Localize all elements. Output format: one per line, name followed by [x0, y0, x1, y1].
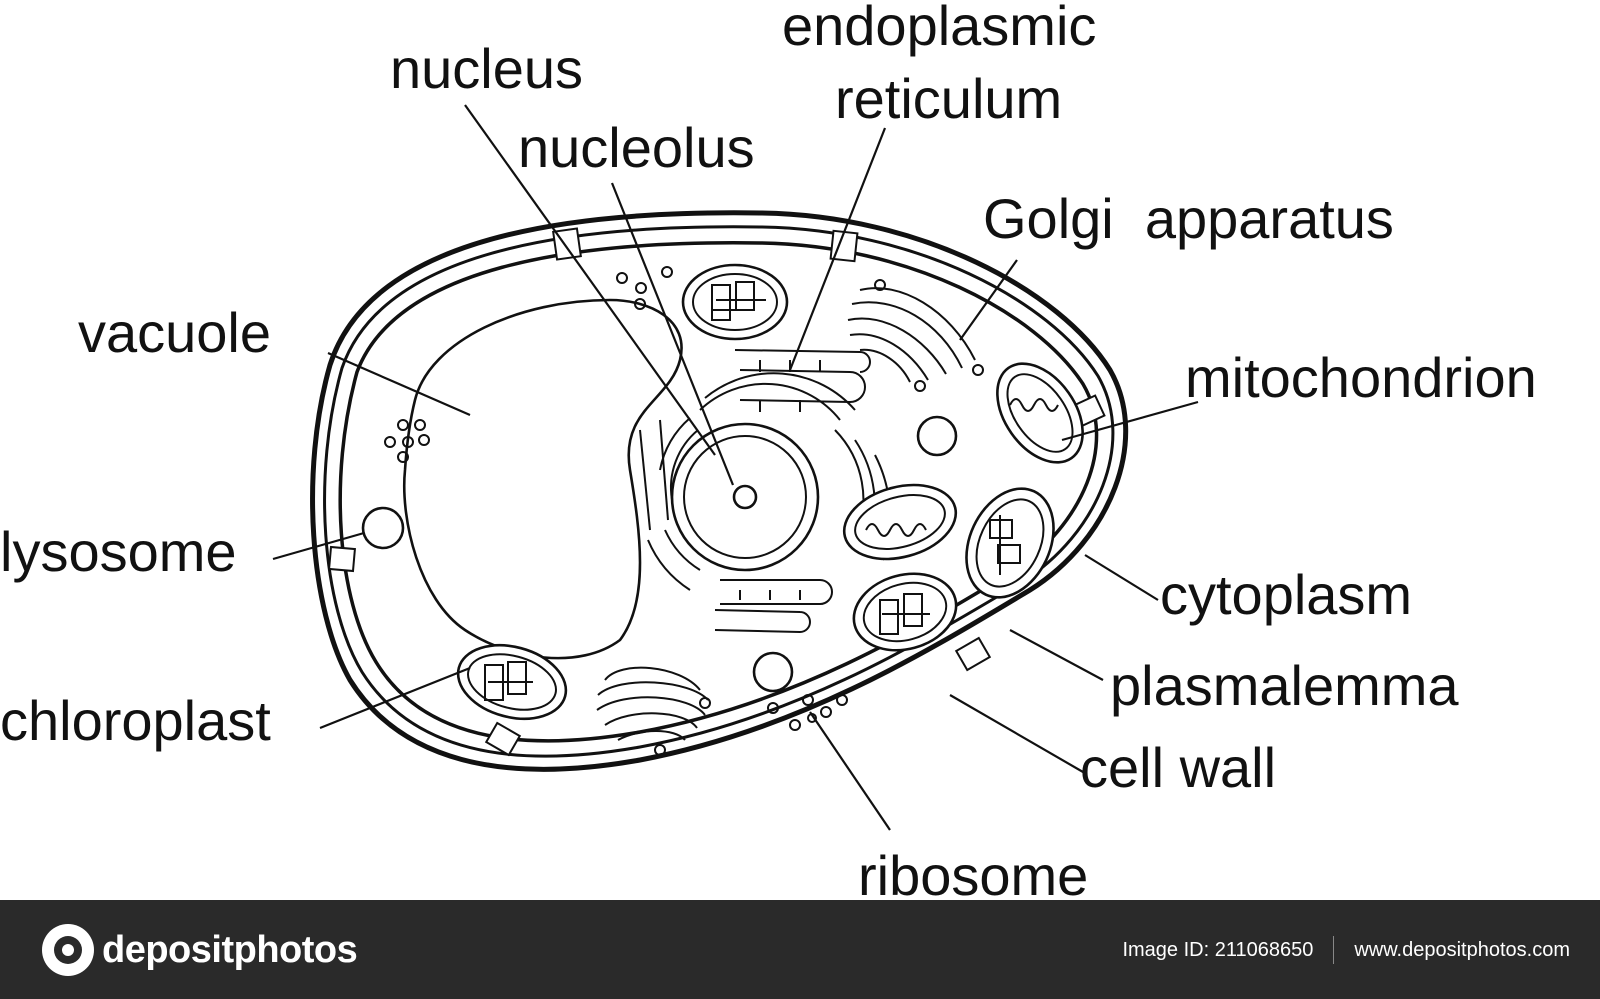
- watermark-footer: depositphotos Image ID: 211068650 www.de…: [0, 900, 1600, 999]
- ribosome: [767, 694, 848, 731]
- label-nucleolus: nucleolus: [518, 116, 755, 179]
- label-nucleus: nucleus: [390, 37, 583, 100]
- brand: depositphotos: [42, 924, 358, 976]
- chloroplast: [456, 644, 568, 720]
- golgi-apparatus-lower: [596, 666, 711, 756]
- label-golgi-apparatus: Golgi apparatus: [983, 187, 1394, 250]
- footer-divider: [1333, 936, 1335, 964]
- lysosome: [361, 415, 958, 693]
- label-endoplasmic-reticulum-line1: endoplasmic: [782, 0, 1096, 57]
- label-lysosome: lysosome: [0, 520, 237, 583]
- label-ribosome: ribosome: [858, 844, 1088, 900]
- mitochondrion: [842, 483, 958, 561]
- vesicles: [384, 266, 673, 463]
- chloroplast: [681, 263, 789, 341]
- label-cell-wall: cell wall: [1080, 736, 1276, 799]
- label-mitochondrion: mitochondrion: [1185, 346, 1537, 409]
- nucleolus: [732, 484, 758, 510]
- label-endoplasmic-reticulum-line2: reticulum: [835, 67, 1062, 130]
- endoplasmic-reticulum: [639, 349, 892, 634]
- footer-info: Image ID: 211068650 www.depositphotos.co…: [1122, 936, 1570, 964]
- leader-lines: [272, 104, 1199, 831]
- brand-name: depositphotos: [102, 928, 358, 971]
- nucleus: [670, 422, 820, 572]
- site-url[interactable]: www.depositphotos.com: [1354, 938, 1570, 961]
- vacuole: [403, 298, 683, 660]
- label-plasmalemma: plasmalemma: [1110, 654, 1459, 717]
- chloroplast: [965, 487, 1055, 599]
- label-vacuole: vacuole: [78, 301, 271, 364]
- plant-cell-diagram: endoplasmic reticulum nucleus nucleolus …: [0, 0, 1537, 900]
- label-cytoplasm: cytoplasm: [1160, 563, 1412, 626]
- chloroplast: [852, 572, 958, 652]
- image-id: Image ID: 211068650: [1122, 938, 1314, 961]
- golgi-apparatus: [847, 279, 984, 392]
- mitochondrion: [996, 362, 1084, 464]
- camera-aperture-icon: [42, 924, 94, 976]
- label-chloroplast: chloroplast: [0, 689, 271, 752]
